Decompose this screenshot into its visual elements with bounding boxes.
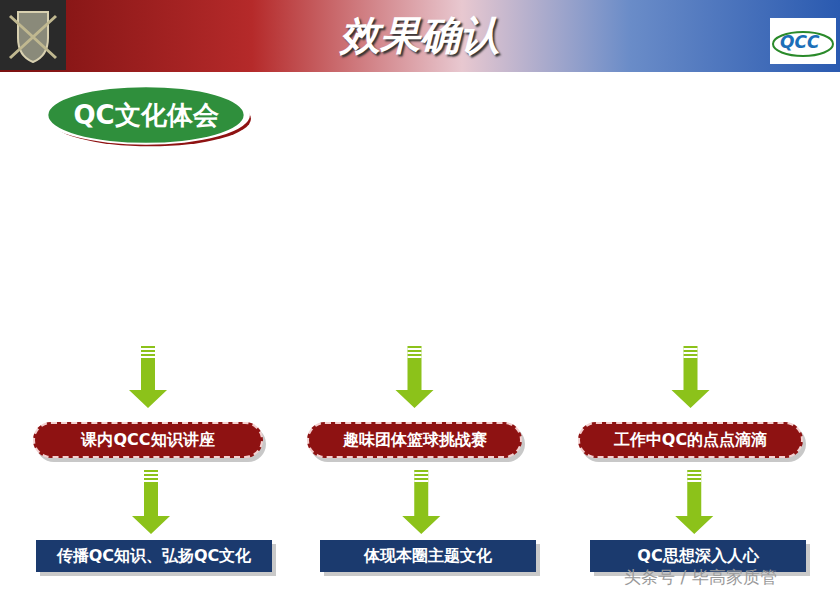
shield-swords (10, 16, 56, 58)
node-text: 传播QC知识、弘扬QC文化 (57, 546, 252, 567)
page-title: 效果确认 (0, 8, 840, 63)
result-box: 体现本圈主题文化 (320, 540, 536, 572)
down-arrow (129, 346, 167, 408)
activity-band: 工作中QC的点点滴滴 (578, 422, 803, 458)
shield-icon-bg (0, 0, 66, 70)
watermark: 头条号 / 毕高家质管 (624, 566, 777, 589)
top-arrows (129, 346, 710, 408)
flow-arrow (402, 470, 440, 534)
activity-band: 趣味团体篮球挑战赛 (307, 422, 522, 458)
ellipse-badge: QC文化体会 (41, 83, 251, 147)
activity-band: 课内QCC知识讲座 (33, 422, 263, 458)
flow-arrow (132, 470, 170, 534)
node-text: 体现本圈主题文化 (364, 546, 492, 567)
logo-ring (773, 32, 833, 56)
logo-text: QCC (780, 32, 819, 52)
flow-arrow (675, 470, 713, 534)
down-arrow (672, 346, 710, 408)
down-arrow (396, 346, 434, 408)
header-bar (0, 0, 840, 72)
node-text: 工作中QC的点点滴滴 (614, 430, 767, 451)
node-text: 课内QCC知识讲座 (81, 430, 214, 451)
node-text: QC思想深入人心 (637, 546, 758, 567)
node-text: 趣味团体篮球挑战赛 (343, 430, 487, 451)
result-box: 传播QC知识、弘扬QC文化 (36, 540, 272, 572)
node-text: QC文化体会 (73, 98, 218, 133)
logo-bg (770, 18, 836, 64)
